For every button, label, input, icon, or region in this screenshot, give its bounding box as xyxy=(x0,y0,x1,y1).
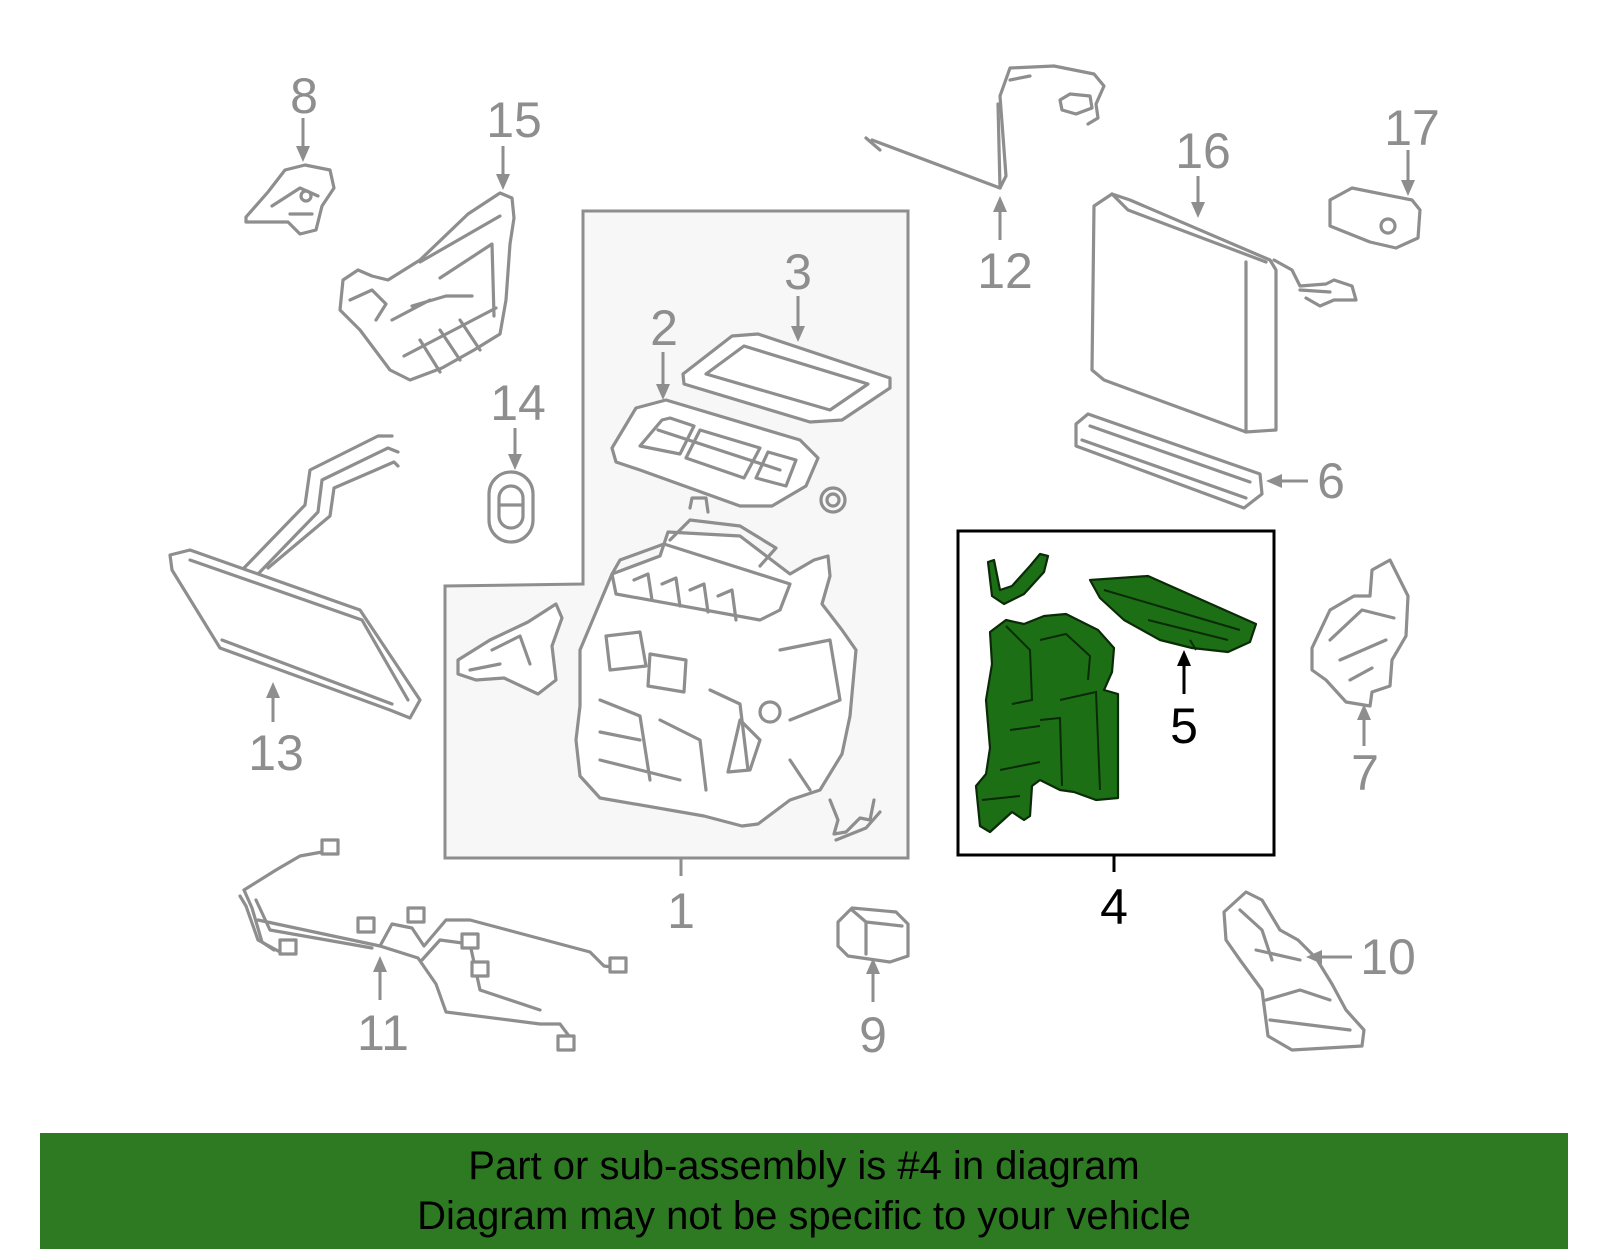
callout-13: 13 xyxy=(248,725,304,781)
callout-2: 2 xyxy=(650,300,678,356)
callout-4: 4 xyxy=(1100,879,1128,935)
callout-15: 15 xyxy=(486,92,542,148)
callout-11: 11 xyxy=(357,1005,409,1061)
callout-17: 17 xyxy=(1384,100,1440,156)
part-13-heater-core xyxy=(168,434,422,720)
callout-14: 14 xyxy=(490,375,546,431)
callout-16: 16 xyxy=(1175,123,1231,179)
part-15-duct xyxy=(338,191,516,382)
banner-line-1: Part or sub-assembly is #4 in diagram xyxy=(468,1144,1140,1188)
part-6-drain-tray xyxy=(1074,412,1264,510)
part-17-resistor xyxy=(1328,186,1422,250)
callout-12: 12 xyxy=(977,243,1033,299)
part-9-switch xyxy=(836,906,910,964)
part-1-heater-unit xyxy=(456,496,858,828)
part-3-filter xyxy=(681,332,892,424)
callout-3: 3 xyxy=(784,244,812,300)
banner-line-2: Diagram may not be specific to your vehi… xyxy=(417,1194,1191,1238)
part-1-clip xyxy=(828,798,882,842)
part-4-duct-assembly xyxy=(974,552,1258,834)
part-12-sensor-wire xyxy=(864,64,1106,190)
callout-8: 8 xyxy=(290,68,318,124)
callout-6: 6 xyxy=(1317,453,1345,509)
part-11-wire-harness xyxy=(238,838,628,1052)
part-10-duct xyxy=(1222,890,1366,1052)
o-ring xyxy=(819,486,847,514)
part-14-grommet xyxy=(487,470,535,544)
callout-5: 5 xyxy=(1170,698,1198,754)
callout-1: 1 xyxy=(667,883,695,939)
part-8-bracket xyxy=(244,163,336,236)
part-2-case-cover xyxy=(610,398,820,508)
part-7-duct xyxy=(1310,558,1410,708)
callout-10: 10 xyxy=(1360,929,1416,985)
part-16-evaporator xyxy=(1090,192,1358,434)
info-banner: Part or sub-assembly is #4 in diagram Di… xyxy=(40,1133,1568,1249)
callout-9: 9 xyxy=(859,1007,887,1063)
callout-7: 7 xyxy=(1351,745,1379,801)
